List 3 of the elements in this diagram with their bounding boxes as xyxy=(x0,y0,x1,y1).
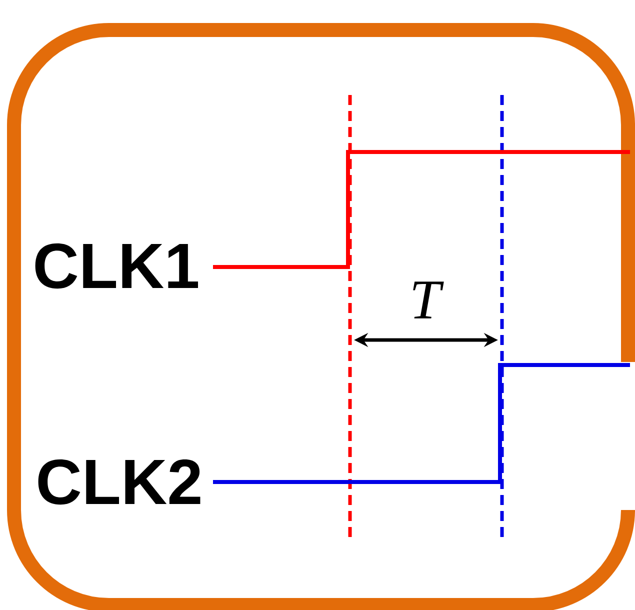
signal-label: CLK2 xyxy=(38,459,200,505)
time-symbol: T xyxy=(413,282,444,318)
signal-label: CLK1 xyxy=(35,243,198,289)
